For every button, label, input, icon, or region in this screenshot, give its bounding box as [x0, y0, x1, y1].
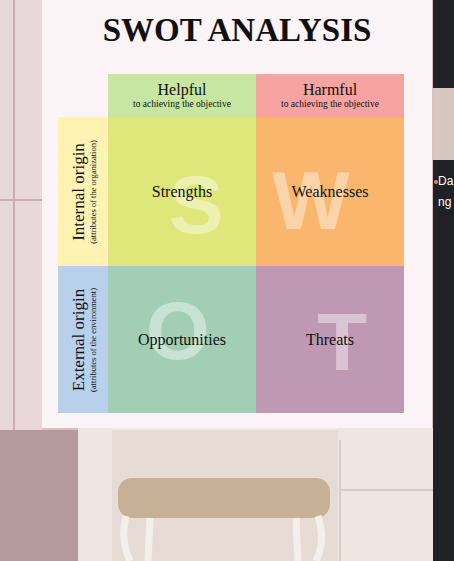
quadrant-label: Strengths	[152, 183, 212, 201]
status-dot	[434, 180, 438, 184]
floor	[0, 430, 80, 561]
video-thumbnail	[433, 88, 454, 160]
window-frame	[13, 0, 15, 430]
column-subtitle: to achieving the objective	[281, 99, 379, 110]
dresser	[78, 428, 434, 561]
row-header: External origin(attributes of the enviro…	[58, 266, 108, 413]
stool-cushion	[118, 478, 330, 518]
stool-legs	[124, 516, 322, 561]
row-subtitle: (attributes of the environment)	[88, 287, 98, 391]
dresser-recess	[112, 430, 338, 561]
swot-quadrant: OpportunitiesO	[108, 266, 256, 413]
side-panel	[433, 0, 454, 561]
quadrant-label: Weaknesses	[292, 183, 369, 201]
dresser-line	[339, 440, 341, 561]
column-header: Harmfulto achieving the objective	[256, 74, 404, 117]
column-subtitle: to achieving the objective	[133, 99, 231, 110]
column-header: Helpfulto achieving the objective	[108, 74, 256, 117]
rotated-wrapper: Internal origin(attributes of the organi…	[69, 117, 98, 266]
column-title: Helpful	[158, 81, 207, 99]
rotated-wrapper: External origin(attributes of the enviro…	[69, 266, 98, 413]
column-title: Harmful	[303, 81, 357, 99]
swot-quadrant: ThreatsT	[256, 266, 404, 413]
quadrant-label: Opportunities	[138, 331, 226, 349]
watermark-letter: W	[272, 160, 349, 242]
quadrant-label: Threats	[306, 331, 354, 349]
dresser-line	[340, 489, 434, 491]
watermark-letter: S	[169, 164, 224, 246]
swot-quadrant: StrengthsS	[108, 117, 256, 266]
window-frame	[0, 199, 42, 201]
swot-quadrant: WeaknessesW	[256, 117, 404, 266]
panel-text: ng	[438, 195, 451, 210]
row-header: Internal origin(attributes of the organi…	[58, 117, 108, 266]
panel-text: Da	[438, 174, 453, 189]
row-title: External origin	[69, 288, 88, 390]
title: SWOT ANALYSIS	[42, 12, 432, 49]
window	[0, 0, 42, 430]
card	[42, 0, 432, 428]
row-subtitle: (attributes of the organization)	[88, 140, 98, 243]
row-title: Internal origin	[69, 143, 88, 241]
